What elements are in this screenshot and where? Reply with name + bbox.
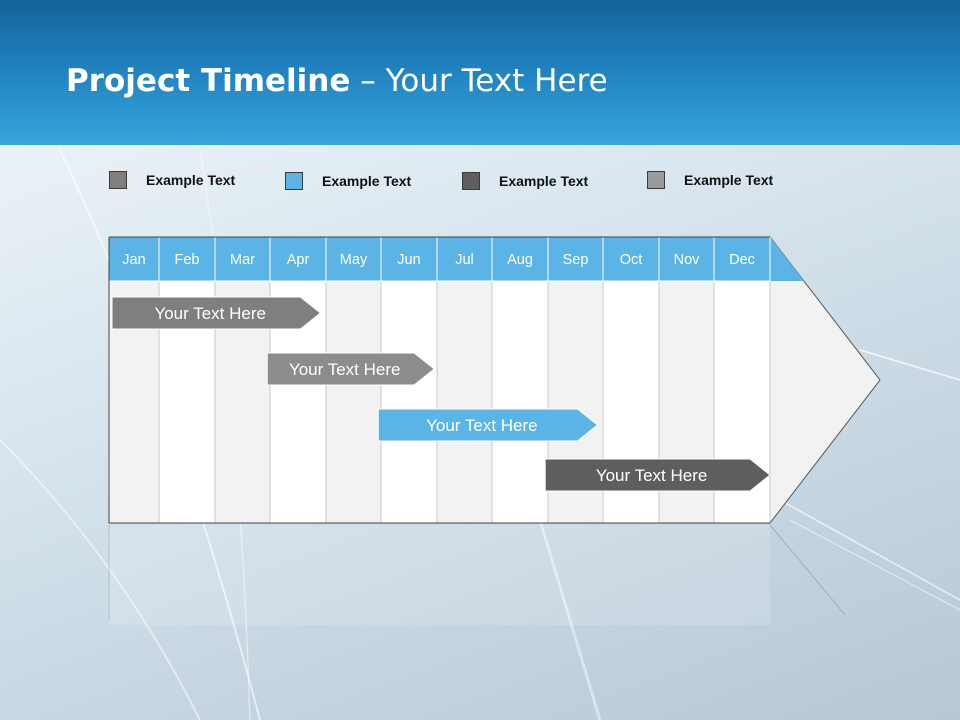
month-label: Mar [230,252,255,268]
month-label: Jan [122,252,145,268]
month-label: Nov [674,252,701,268]
month-header-cell [380,236,438,282]
task-bar [377,408,599,442]
legend-swatch [285,172,303,190]
month-header-cell [158,236,216,282]
month-label: Feb [175,252,200,268]
task-bar-label: Your Text Here [289,360,401,379]
legend-swatch [462,172,480,190]
month-column [325,280,382,524]
task-bar-label: Your Text Here [426,416,538,435]
task-bar-label: Your Text Here [596,466,708,485]
month-header-cell [658,236,715,282]
page-title: Project Timeline – Your Text Here [66,58,608,104]
legend-label: Example Text [146,172,236,188]
month-label: Jul [455,252,474,268]
month-header-cell [602,236,660,282]
title-rest: – Your Text Here [350,63,608,99]
month-label: Aug [507,252,533,268]
month-label: May [340,252,368,268]
title-banner: Project Timeline – Your Text Here [0,0,960,145]
month-header-arrow-tip [770,237,804,281]
task-bar-label: Your Text Here [154,304,266,323]
month-header-cell [436,236,493,282]
legend-swatch [647,171,665,189]
month-label: Sep [563,252,589,268]
task-bar [544,458,771,492]
title-bold: Project Timeline [66,63,351,99]
month-label: Jun [397,252,420,268]
task-bar [111,296,322,330]
legend-swatch [109,171,127,189]
month-column [491,280,549,524]
legend-label: Example Text [499,173,589,189]
month-label: Oct [620,252,643,268]
month-column [436,280,493,524]
month-header-cell [325,236,382,282]
task-bar [266,352,436,386]
month-label: Dec [729,252,755,268]
legend-label: Example Text [322,173,412,189]
legend-label: Example Text [684,172,774,188]
month-label: Apr [287,252,310,268]
month-column [380,280,438,524]
month-header-cell [491,236,549,282]
